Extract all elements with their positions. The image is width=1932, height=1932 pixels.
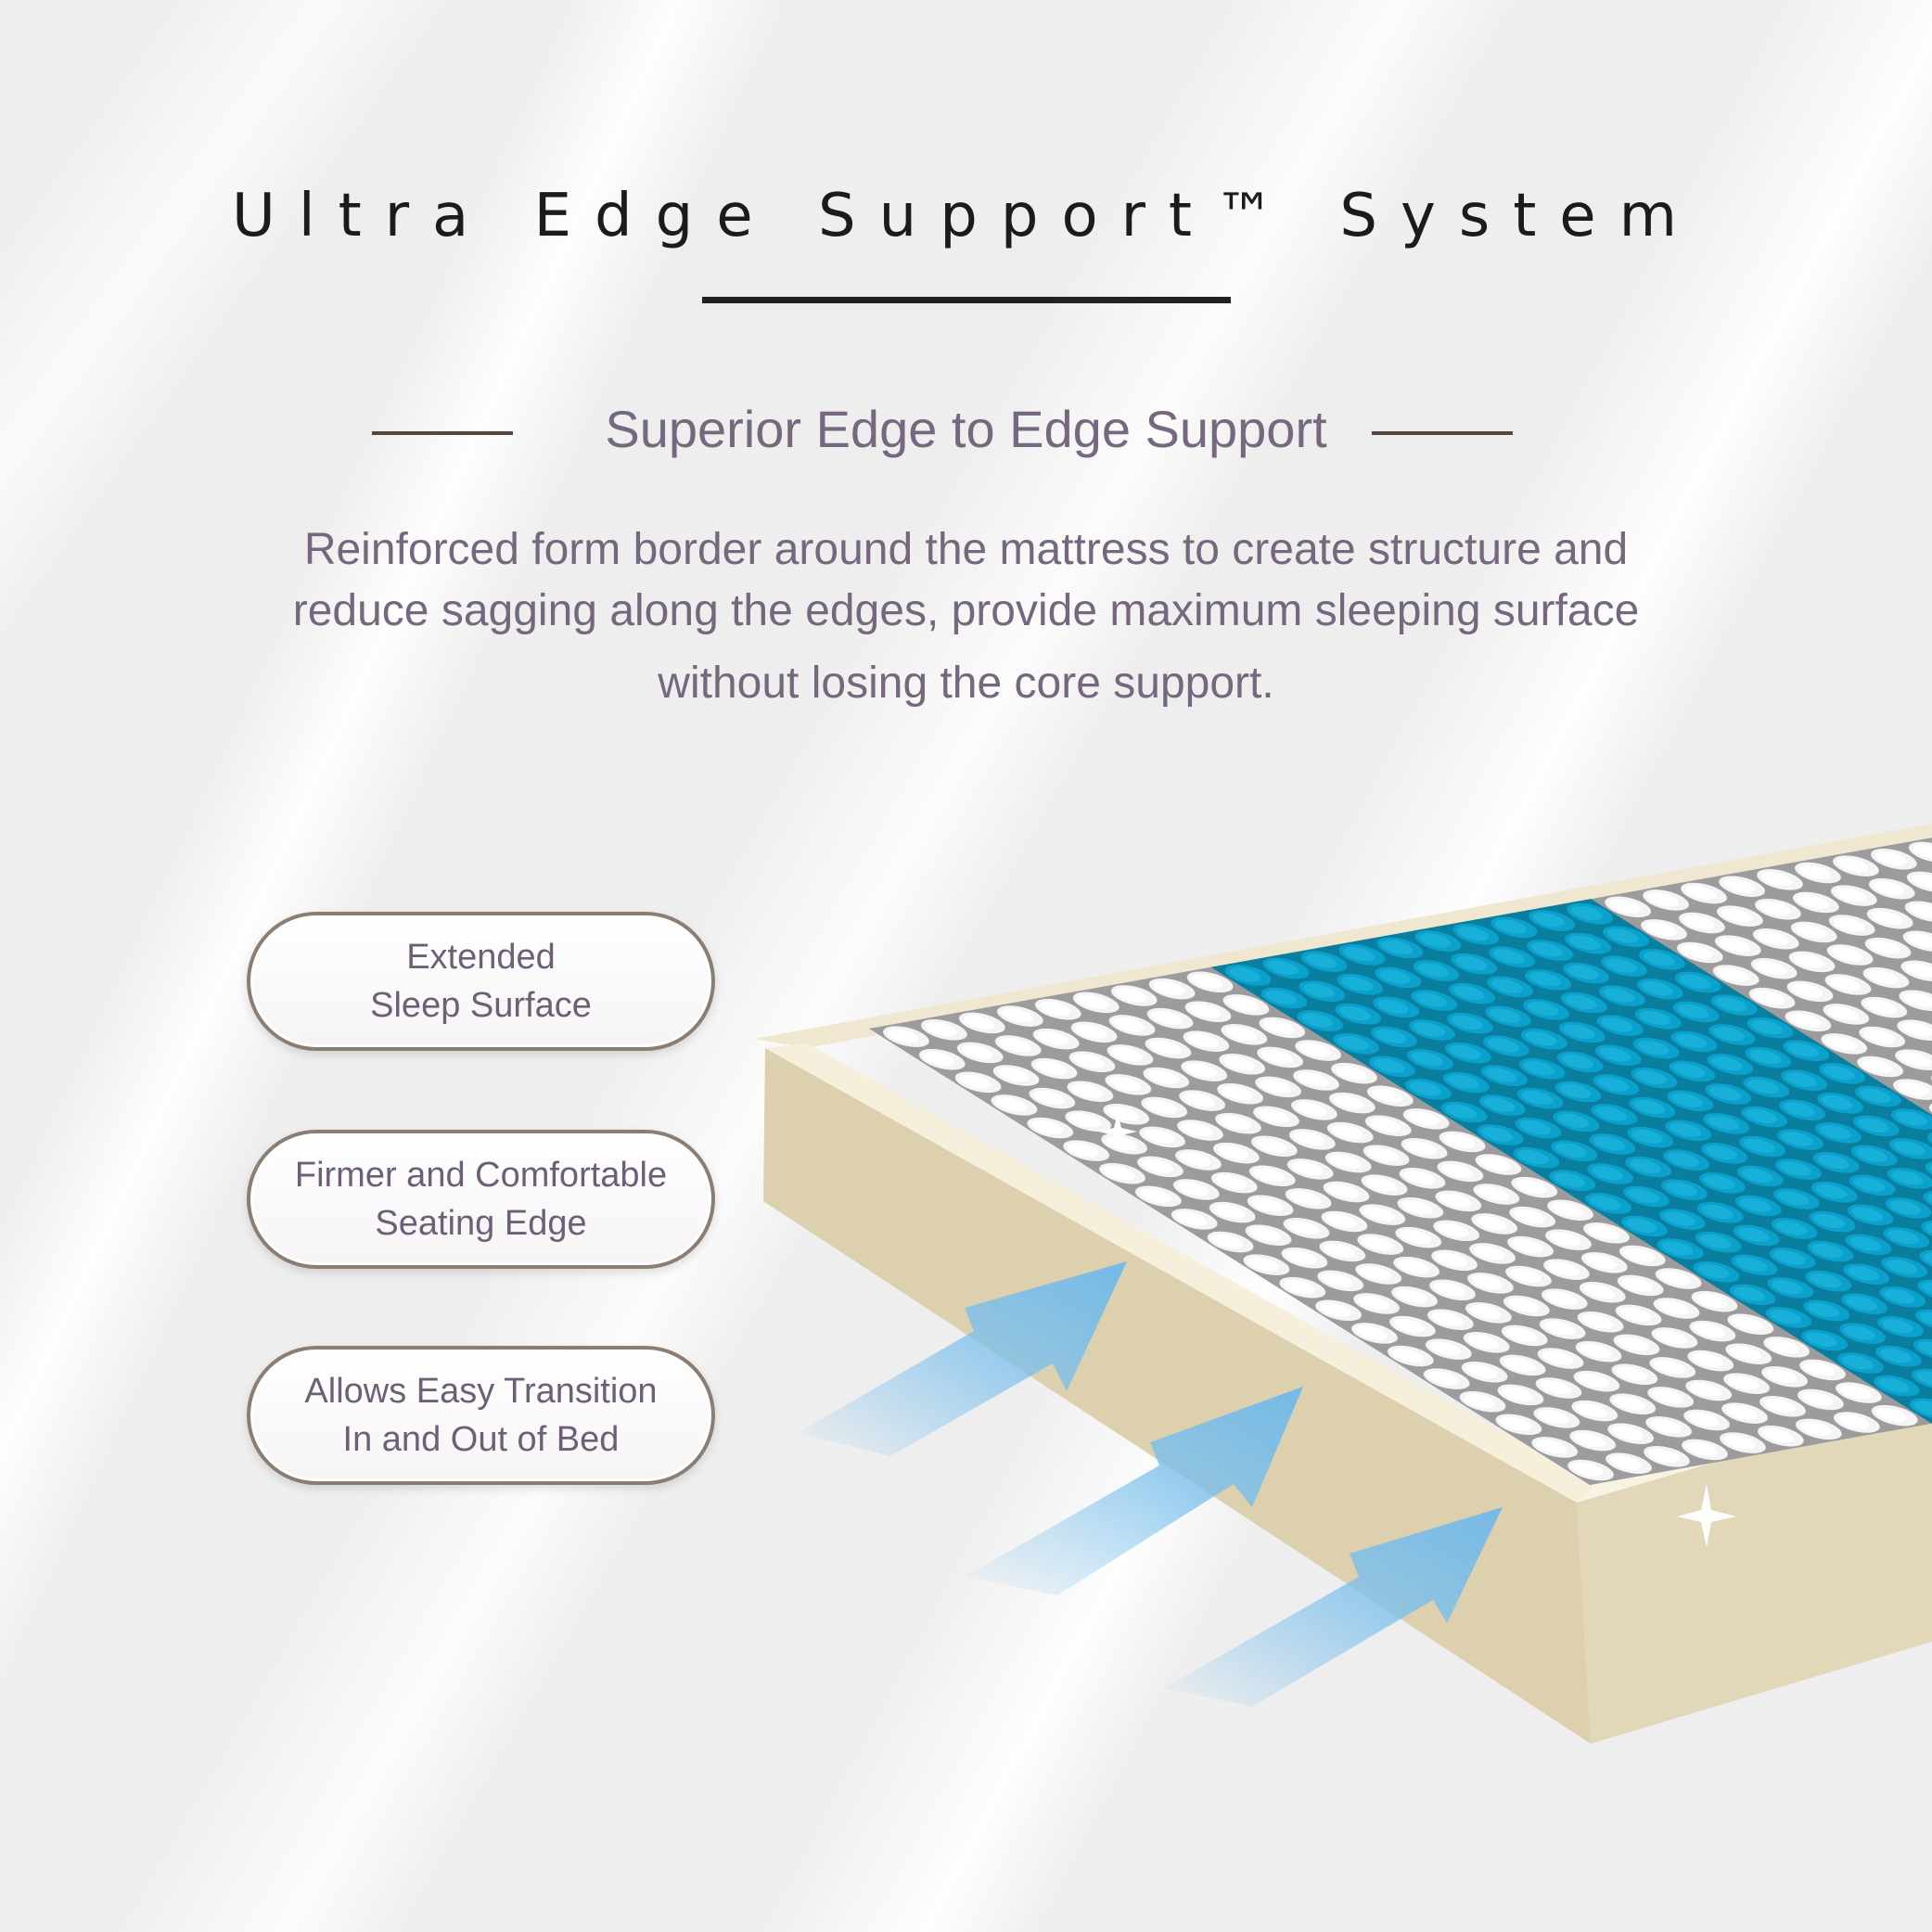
arrow-icon	[965, 1387, 1303, 1595]
subtitle-rule-left	[372, 431, 513, 435]
foam-border-front-top	[765, 1043, 1595, 1503]
feature-label: In and Out of Bed	[342, 1420, 620, 1459]
feature-pill-seating-edge: Firmer and Comfortable Seating Edge	[247, 1130, 715, 1269]
feature-pill-easy-transition: Allows Easy Transition In and Out of Bed	[247, 1346, 715, 1485]
arrow-icon	[1164, 1507, 1503, 1707]
blue-coil-zone	[1210, 899, 1932, 1424]
description-line: Reinforced form border around the mattre…	[303, 525, 1629, 574]
description-line: reduce sagging along the edges, provide …	[292, 586, 1640, 635]
description: Reinforced form border around the mattre…	[186, 519, 1746, 714]
page-title: Ultra Edge Support™ System	[232, 182, 1700, 250]
feature-label: Sleep Surface	[370, 986, 592, 1025]
feature-label: Seating Edge	[375, 1204, 587, 1243]
pocket-coil-surface	[869, 824, 1932, 1486]
subtitle: Superior Edge to Edge Support	[605, 400, 1327, 458]
feature-label: Allows Easy Transition	[304, 1372, 658, 1411]
arrow-icon	[798, 1261, 1127, 1456]
subtitle-rule-right	[1372, 431, 1513, 435]
description-line: without losing the core support.	[658, 659, 1274, 708]
feature-pill-extended-sleep-surface: Extended Sleep Surface	[247, 912, 715, 1051]
foam-border-top	[754, 824, 1932, 1048]
foam-border-corner-face	[1577, 1396, 1932, 1744]
feature-label: Extended	[406, 938, 556, 977]
feature-label: Firmer and Comfortable	[294, 1156, 668, 1195]
title-underline	[702, 297, 1231, 303]
sparkle-icon	[1098, 1113, 1736, 1547]
